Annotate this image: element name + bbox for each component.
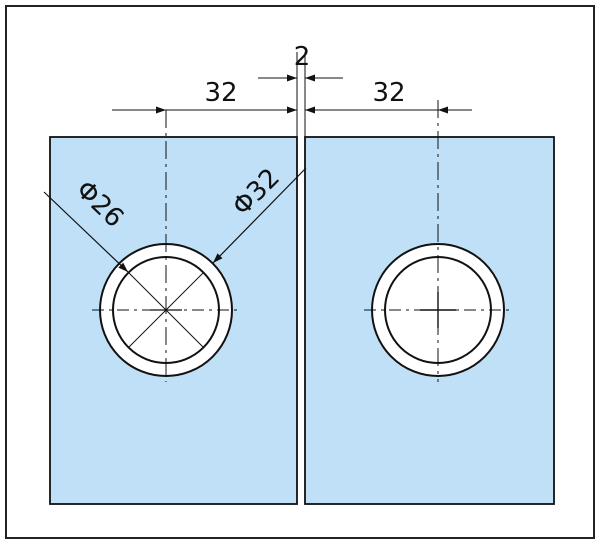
left-offset-label: 32 — [204, 78, 237, 108]
left-hole — [92, 110, 240, 382]
inner-diameter-leader — [43, 191, 129, 273]
right-hole — [364, 100, 512, 382]
outer-diameter-leader — [212, 167, 307, 264]
gap-label: 2 — [294, 42, 311, 72]
right-offset-label: 32 — [372, 78, 405, 108]
